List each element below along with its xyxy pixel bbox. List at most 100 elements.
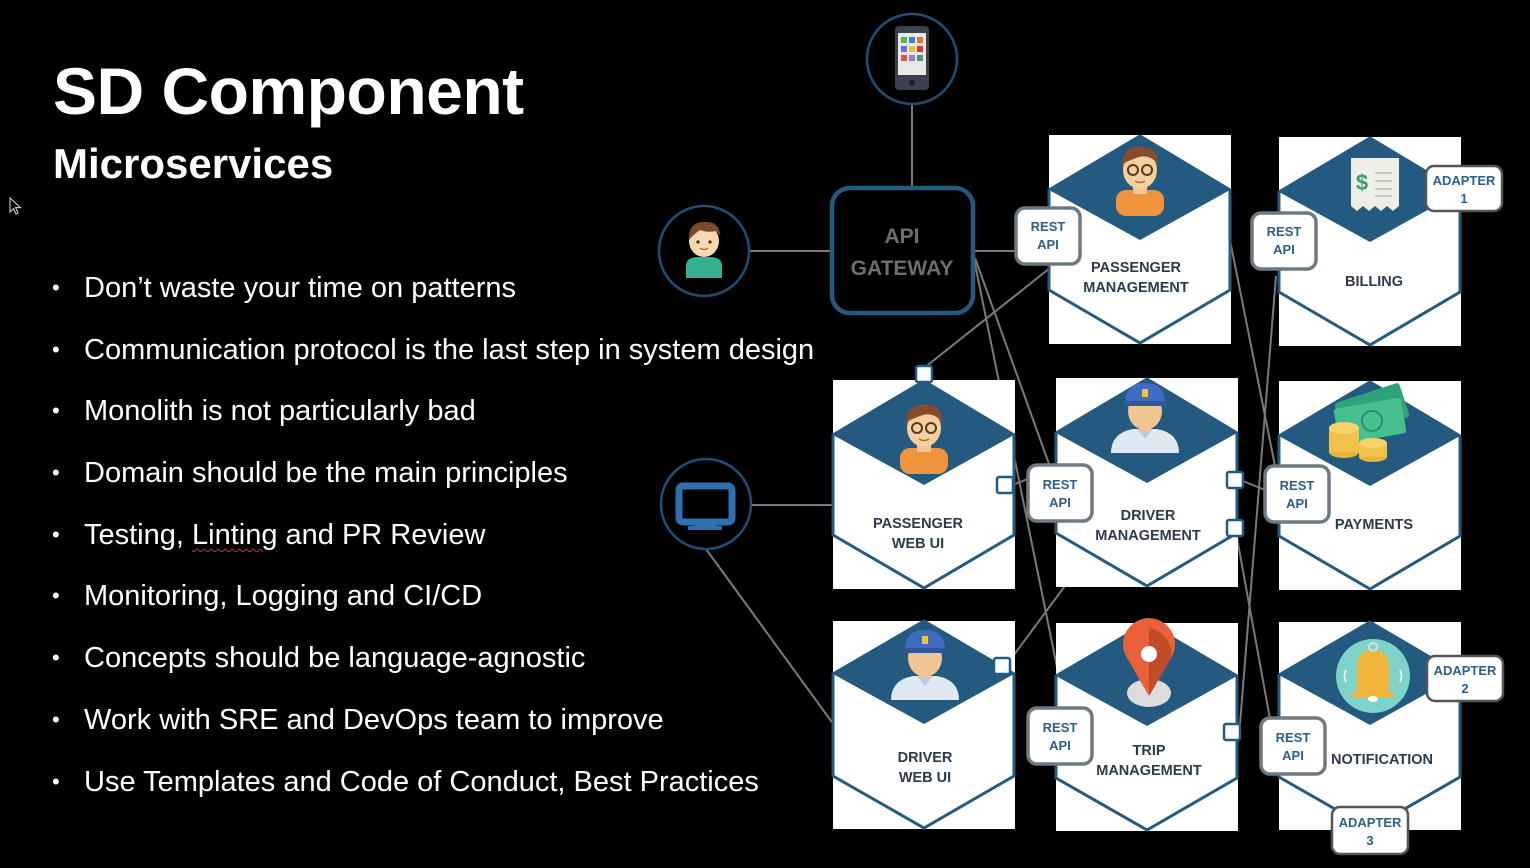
rest-api-label-line2: API: [1282, 748, 1304, 763]
user-client: [657, 204, 751, 298]
rest-api-passenger-management: REST API: [1014, 206, 1082, 266]
service-label-line2: WEB UI: [892, 536, 944, 552]
service-label-line1: DRIVER: [898, 750, 953, 766]
bell-icon: [1336, 639, 1410, 713]
rest-api-label-line2: API: [1049, 738, 1071, 753]
bullet-dot: •: [52, 521, 60, 547]
bullet-dot: •: [52, 768, 60, 794]
bullet-item: • Monitoring, Logging and CI/CD: [52, 576, 814, 638]
bullet-dot: •: [52, 275, 60, 300]
smartphone-icon: [895, 26, 929, 90]
adapter-label-line2: 3: [1366, 833, 1373, 848]
bullet-text: Use Templates and Code of Conduct, Best …: [84, 765, 759, 798]
bullet-dot: •: [52, 645, 60, 671]
bullet-item: • Work with SRE and DevOps team to improv…: [52, 700, 814, 762]
rest-api-label-line2: API: [1286, 496, 1308, 511]
port: [914, 364, 934, 384]
slide-title: SD Component: [53, 54, 524, 128]
connector-billing-trip: [1239, 275, 1277, 725]
bullet-text: Don’t waste your time on patterns: [84, 272, 516, 304]
service-label-line1: PASSENGER: [1091, 260, 1182, 276]
rest-api-driver-management: REST API: [1026, 463, 1094, 523]
bullet-text: Domain should be the main principles: [84, 457, 568, 490]
service-payments: PAYMENTS: [1277, 380, 1462, 591]
slide-subtitle: Microservices: [53, 140, 334, 187]
rest-api-label-line2: API: [1273, 242, 1295, 257]
bullet-item: • Don’t waste your time on patterns: [52, 268, 814, 330]
bullet-item: • Domain should be the main principles: [52, 453, 814, 515]
rest-api-label-line1: REST: [1043, 720, 1078, 735]
rest-api-label-line1: REST: [1280, 478, 1315, 493]
monitor-icon: [675, 482, 736, 530]
service-label-line2: MANAGEMENT: [1095, 528, 1201, 544]
adapter-label-line2: 2: [1461, 681, 1468, 696]
rest-api-label-line2: API: [1037, 237, 1059, 252]
service-driver-management: DRIVER MANAGEMENT: [1054, 377, 1239, 588]
port: [992, 656, 1012, 676]
bullet-item: • Concepts should be language-agnostic: [52, 638, 814, 700]
bullet-item: •Communication protocol is the last step…: [52, 330, 814, 392]
service-label-line2: MANAGEMENT: [1096, 763, 1202, 779]
bullet-item: • Testing, Linting and PR Review: [52, 515, 814, 577]
bullet-dot: •: [52, 583, 60, 609]
map-pin-icon: [1123, 618, 1175, 707]
bullet-text: Concepts should be language-agnostic: [84, 642, 586, 675]
money-icon: [1329, 383, 1410, 462]
rest-api-billing: REST API: [1250, 211, 1318, 271]
connector-gateway-driver: [974, 257, 1050, 465]
rest-api-label-line1: REST: [1031, 219, 1066, 234]
connector-passenger-mgmt-payments: [1229, 239, 1276, 467]
bullet-text: Work with SRE and DevOps team to improve: [84, 703, 664, 736]
gateway-label-line1: API: [884, 225, 919, 248]
service-label-line1: TRIP: [1132, 743, 1165, 759]
ports: [914, 364, 1245, 742]
rest-api-notification: REST API: [1259, 716, 1327, 776]
bullet-text: Testing, Linting and PR Review: [84, 515, 485, 555]
port: [1222, 722, 1242, 742]
bullet-list: • Don’t waste your time on patterns •Comm…: [52, 268, 814, 823]
rest-api-label-line1: REST: [1267, 224, 1302, 239]
connector-desktop-driver-web: [705, 548, 835, 726]
bullet-text-pre: Testing,: [84, 518, 192, 551]
service-label-line1: PAYMENTS: [1335, 517, 1413, 533]
rest-api-payments: REST API: [1263, 464, 1331, 524]
port: [995, 475, 1015, 495]
rest-api-label-line2: API: [1049, 495, 1071, 510]
adapter-label-line1: ADAPTER: [1434, 663, 1497, 678]
connector-driver-payments: [1242, 480, 1266, 491]
service-billing: $ BILLING: [1277, 136, 1462, 347]
port: [1225, 470, 1245, 490]
svg-text:$: $: [1356, 170, 1368, 195]
mobile-client: [865, 12, 959, 106]
rest-api-label-line1: REST: [1276, 730, 1311, 745]
service-label-line1: DRIVER: [1121, 508, 1176, 524]
bullet-dot: •: [52, 460, 60, 486]
mouse-cursor-icon: [9, 197, 22, 215]
rest-api-trip-management: REST API: [1026, 706, 1094, 766]
user-avatar-icon: [686, 221, 722, 278]
rest-api-label-line1: REST: [1043, 477, 1078, 492]
service-label-line2: MANAGEMENT: [1083, 280, 1189, 296]
adapter-label-line1: ADAPTER: [1433, 173, 1496, 188]
service-label-line2: WEB UI: [899, 770, 951, 786]
service-passenger-management: PASSENGER MANAGEMENT: [1047, 134, 1232, 345]
adapter-3: ADAPTER 3: [1330, 805, 1410, 856]
service-trip-management: TRIP MANAGEMENT: [1054, 618, 1239, 832]
service-passenger-web-ui: PASSENGER WEB UI: [831, 379, 1016, 590]
bullet-item: • Use Templates and Code of Conduct, Best…: [52, 762, 814, 824]
bullet-text: Monolith is not particularly bad: [84, 395, 476, 428]
spellcheck-flagged-word: Linting: [192, 518, 278, 551]
port: [1225, 518, 1245, 538]
bullet-dot: •: [52, 706, 60, 732]
service-label-line1: BILLING: [1345, 274, 1403, 290]
gateway-label-line2: GATEWAY: [851, 257, 954, 280]
service-label-line1: PASSENGER: [873, 516, 964, 532]
receipt-icon: $: [1351, 158, 1399, 211]
bullet-item: • Monolith is not particularly bad: [52, 391, 814, 453]
bullet-text-post: and PR Review: [277, 518, 486, 551]
bullet-text: Monitoring, Logging and CI/CD: [84, 580, 483, 613]
desktop-client: [659, 457, 753, 551]
bullet-dot: •: [52, 336, 60, 362]
bullet-dot: •: [52, 398, 60, 424]
